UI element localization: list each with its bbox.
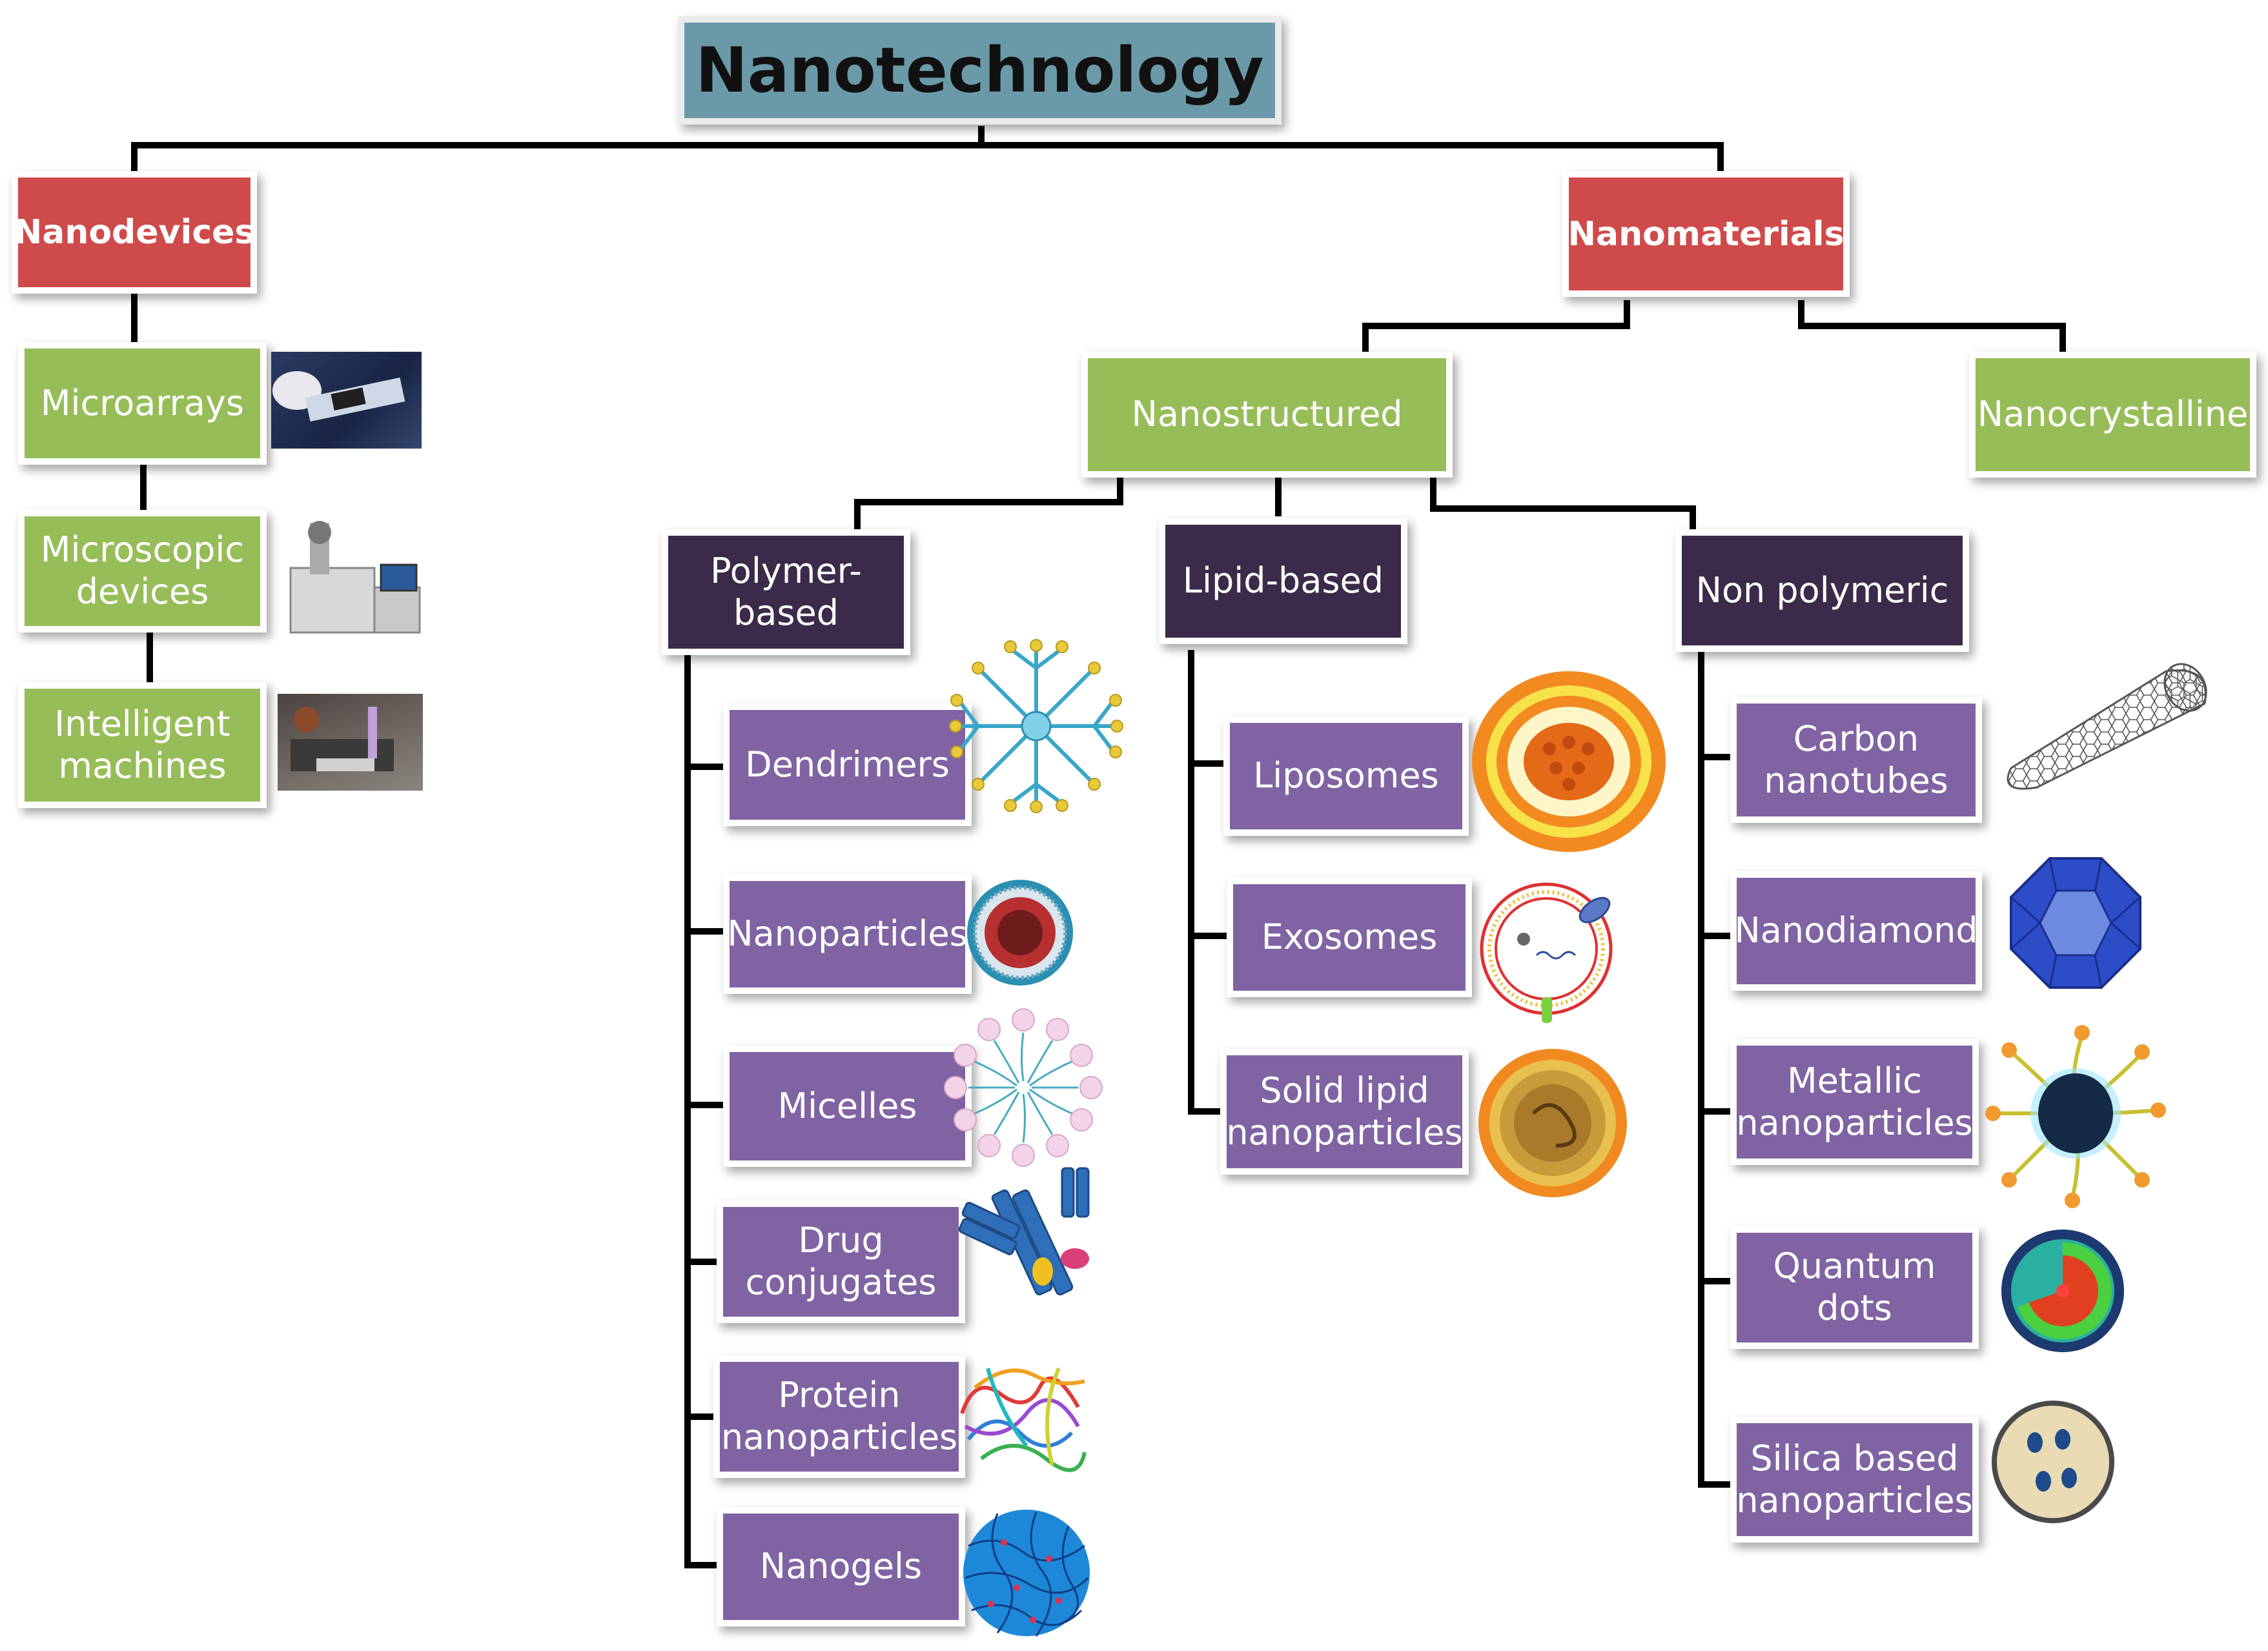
nanomaterials-box: Nanomaterials	[1562, 171, 1850, 297]
nanocrystalline-box: Nanocrystalline	[1969, 352, 2256, 478]
liposome-icon	[1472, 671, 1666, 852]
intelligent-machines-label: Intelligent machines	[54, 703, 230, 786]
micelles-box: Micelles	[723, 1046, 972, 1167]
non-polymeric-label: Non polymeric	[1695, 569, 1949, 611]
quantum-dots-box: Quantum dots	[1730, 1226, 1979, 1349]
nanocrystalline-label: Nanocrystalline	[1977, 394, 2249, 435]
machine-photo	[278, 694, 423, 791]
lipid-based-label: Lipid-based	[1182, 560, 1384, 602]
nanodevices-label: Nanodevices	[14, 213, 255, 252]
solid-lipid-nanoparticles-box: Solid lipid nanoparticles	[1220, 1049, 1469, 1175]
lipid-based-box: Lipid-based	[1159, 518, 1407, 644]
non-polymeric-box: Non polymeric	[1675, 529, 1969, 652]
metallic-nanoparticle-icon	[1985, 1025, 2166, 1208]
exosomes-box: Exosomes	[1227, 878, 1472, 997]
protein-nanoparticles-box: Protein nanoparticles	[713, 1355, 965, 1478]
microscope-photo	[278, 510, 426, 639]
nanomaterials-label: Nanomaterials	[1568, 214, 1844, 254]
micelles-label: Micelles	[777, 1085, 917, 1126]
nanostructured-label: Nanostructured	[1131, 394, 1403, 435]
intelligent-machines-box: Intelligent machines	[18, 682, 267, 808]
silica-nanoparticles-label: Silica based nanoparticles	[1736, 1437, 1973, 1521]
exosome-icon	[1480, 882, 1613, 1023]
carbon-nanotubes-label: Carbon nanotubes	[1764, 718, 1948, 801]
polymer-based-box: Polymer- based	[662, 529, 910, 655]
carbon-nanotubes-box: Carbon nanotubes	[1730, 697, 1982, 823]
nanogels-label: Nanogels	[759, 1546, 923, 1587]
nanostructured-box: Nanostructured	[1081, 352, 1453, 478]
micelle-icon	[944, 1008, 1103, 1167]
quantum-dot-icon	[2001, 1230, 2124, 1352]
protein-nanoparticles-label: Protein nanoparticles	[720, 1375, 958, 1457]
dendrimers-box: Dendrimers	[723, 704, 972, 826]
microscopic-devices-box: Microscopic devices	[18, 510, 267, 633]
page-title: Nanotechnology	[695, 34, 1264, 106]
nanodiamond-label: Nanodiamond	[1734, 910, 1978, 951]
microarrays-label: Microarrays	[40, 382, 245, 423]
nanoparticles-box: Nanoparticles	[723, 875, 972, 994]
nanodiamond-icon	[2010, 857, 2141, 989]
nanodevices-box: Nanodevices	[12, 171, 257, 294]
polymer-based-label: Polymer- based	[710, 550, 862, 633]
metallic-nanoparticles-label: Metallic nanoparticles	[1736, 1060, 1973, 1143]
drug-conjugates-box: Drug conjugates	[717, 1200, 965, 1323]
protein-structure-icon	[960, 1367, 1087, 1472]
carbon-nanotube-icon	[2007, 663, 2207, 790]
microarrays-box: Microarrays	[18, 342, 267, 465]
dendrimer-icon	[949, 639, 1123, 813]
nanogel-icon	[963, 1510, 1090, 1637]
microarray-photo	[271, 352, 422, 449]
solid-lipid-nanoparticles-label: Solid lipid nanoparticles	[1226, 1069, 1463, 1153]
drug-conjugate-icon	[958, 1167, 1090, 1296]
title-box: Nanotechnology	[678, 16, 1282, 125]
microscopic-devices-label: Microscopic devices	[40, 529, 245, 612]
liposomes-box: Liposomes	[1223, 716, 1469, 836]
liposomes-label: Liposomes	[1253, 755, 1439, 796]
drug-conjugates-label: Drug conjugates	[745, 1220, 937, 1302]
dendrimers-label: Dendrimers	[745, 744, 950, 785]
silica-nanoparticle-icon	[1992, 1401, 2114, 1523]
silica-nanoparticles-box: Silica based nanoparticles	[1730, 1417, 1979, 1543]
metallic-nanoparticles-box: Metallic nanoparticles	[1730, 1039, 1979, 1165]
nanoparticles-label: Nanoparticles	[727, 913, 968, 955]
nanogels-box: Nanogels	[717, 1507, 965, 1626]
nanodiamond-box: Nanodiamond	[1730, 871, 1982, 991]
polymeric-nanoparticle-icon	[967, 880, 1073, 986]
solid-lipid-nanoparticle-icon	[1478, 1049, 1627, 1197]
exosomes-label: Exosomes	[1261, 917, 1438, 958]
quantum-dots-label: Quantum dots	[1773, 1246, 1936, 1328]
